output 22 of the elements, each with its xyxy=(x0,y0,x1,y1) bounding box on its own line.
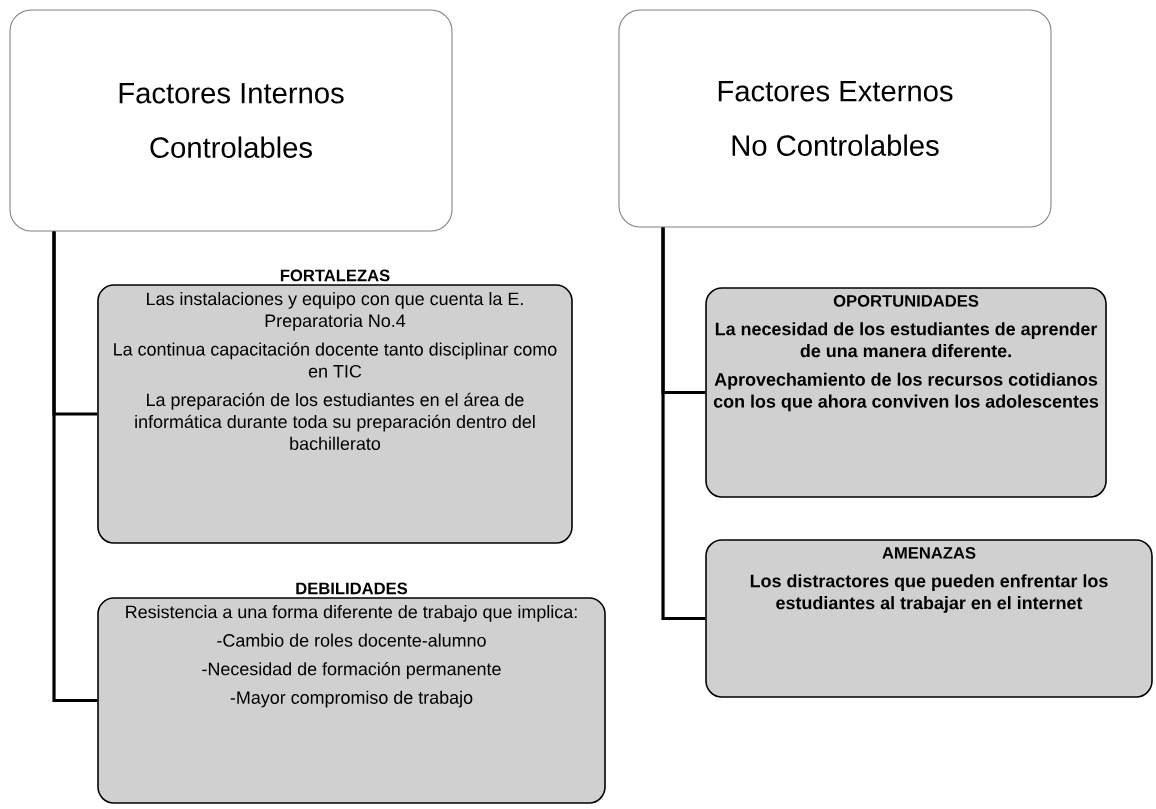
heading: OPORTUNIDADES xyxy=(833,295,979,307)
heading: DEBILIDADES xyxy=(296,582,408,595)
title-text: Factores Externos No Controlables xyxy=(718,81,953,156)
item-text: La preparación de los estudiantes en el área de informática durante toda su preparación dentro del bachillerato xyxy=(135,392,535,450)
item-text: -Necesidad de formación permanente xyxy=(202,661,501,679)
item-text: Los distractores que pueden enfrentar los estudiantes al trabajar en el internet xyxy=(750,574,1108,613)
title-box xyxy=(618,9,1052,228)
title-box xyxy=(9,9,453,232)
item-text: La continua capacitación docente tanto disciplinar como en TIC xyxy=(114,342,557,378)
item-text: Aprovechamiento de los recursos cotidianos con los que ahora conviven los adolescentes xyxy=(713,372,1099,412)
heading: FORTALEZAS xyxy=(280,269,390,282)
text-box xyxy=(705,539,1153,698)
item-text: Resistencia a una forma diferente de trabajo que implica: xyxy=(126,605,577,622)
heading: AMENAZAS xyxy=(882,547,976,559)
connector-line xyxy=(52,231,98,703)
item-text: -Cambio de roles docente-alumno xyxy=(217,633,486,647)
text-box xyxy=(705,287,1107,498)
item-text: Las instalaciones y equipo con que cuenta la E. Preparatoria No.4 xyxy=(147,292,523,331)
item-text: La necesidad de los estudiantes de aprender de una manera diferente. xyxy=(715,322,1098,358)
title-text: Factores Internos Controlables xyxy=(119,83,344,158)
item-text: -Mayor compromiso de trabajo xyxy=(230,690,473,708)
connector-line xyxy=(661,227,706,621)
